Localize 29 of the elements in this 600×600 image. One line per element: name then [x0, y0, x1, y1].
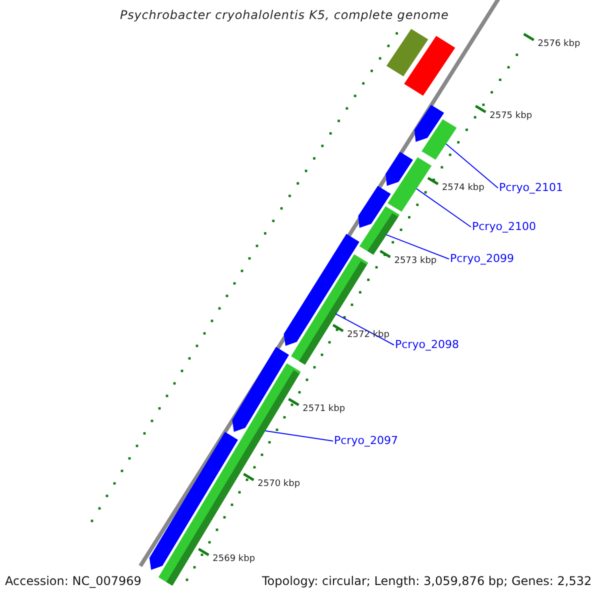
scale-label: 2575 kbp: [490, 111, 532, 121]
leader-line: [386, 234, 450, 260]
gene-block: [388, 157, 432, 212]
scale-label: 2574 kbp: [442, 183, 484, 193]
scale-label: 2570 kbp: [258, 479, 300, 489]
gene-block: [414, 104, 444, 142]
leader-line: [335, 313, 394, 346]
gene-block: [422, 119, 457, 160]
gene-block: [386, 28, 428, 76]
gene-label: Pcryo_2100: [472, 220, 536, 233]
map-title: Psychrobacter cryohalolentis K5, complete genome: [120, 8, 449, 22]
scale-label: 2569 kbp: [212, 554, 256, 564]
gene-label: Pcryo_2098: [395, 338, 459, 351]
gene-block: [232, 346, 289, 432]
gene-label: Pcryo_2099: [450, 252, 514, 265]
leader-line: [416, 188, 472, 228]
gene-block: [386, 152, 413, 186]
genome-summary-text: Topology: circular; Length: 3,059,876 bp; Genes: 2,532: [262, 574, 592, 588]
gene-block: [358, 186, 391, 228]
scale-label: 2576 kbp: [538, 39, 580, 49]
accession-text: Accession: NC_007969: [5, 574, 142, 588]
gene-label: Pcryo_2097: [334, 434, 398, 447]
scale-label: 2571 kbp: [302, 404, 346, 414]
scale-label: 2573 kbp: [394, 256, 437, 266]
gene-block: [149, 432, 238, 570]
scale-label: 2572 kbp: [347, 330, 390, 340]
leader-line: [264, 430, 334, 442]
gene-block: [404, 36, 456, 96]
gene-label: Pcryo_2101: [499, 181, 563, 194]
